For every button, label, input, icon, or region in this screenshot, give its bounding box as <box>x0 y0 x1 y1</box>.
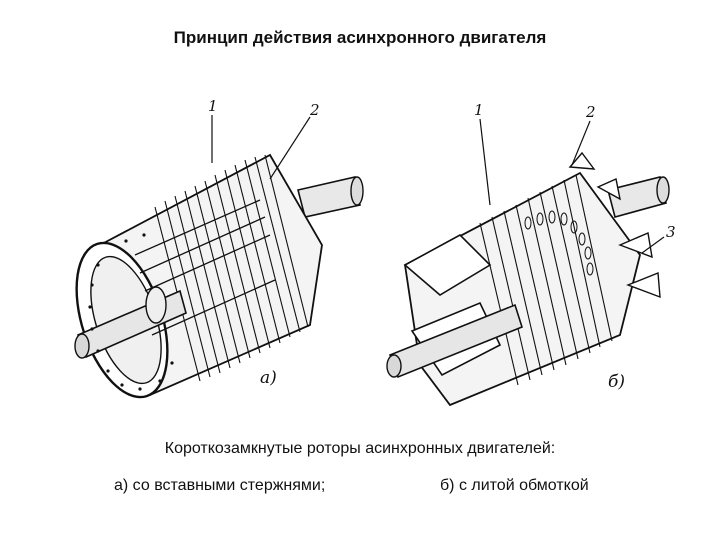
panel-a-label: а) <box>260 368 277 388</box>
callout-a-2: 2 <box>309 101 320 119</box>
rotor-b-drawing <box>386 118 670 407</box>
rotor-a-drawing <box>74 115 364 399</box>
sub-caption-a: а) со вставными стержнями; <box>114 477 326 494</box>
callout-a-1: 1 <box>208 97 218 115</box>
callout-b-2: 2 <box>585 103 596 121</box>
sub-caption-b: б) с литой обмоткой <box>440 477 589 494</box>
panel-b-label: б) <box>608 372 625 392</box>
page-title: Принцип действия асинхронного двигателя <box>173 28 547 47</box>
figure-caption: Короткозамкнутые роторы асинхронных двиг… <box>164 440 556 457</box>
callout-b-3: 3 <box>666 223 676 241</box>
rotor-illustration: 1 2 а) <box>74 97 676 407</box>
callout-b-1: 1 <box>474 101 484 119</box>
